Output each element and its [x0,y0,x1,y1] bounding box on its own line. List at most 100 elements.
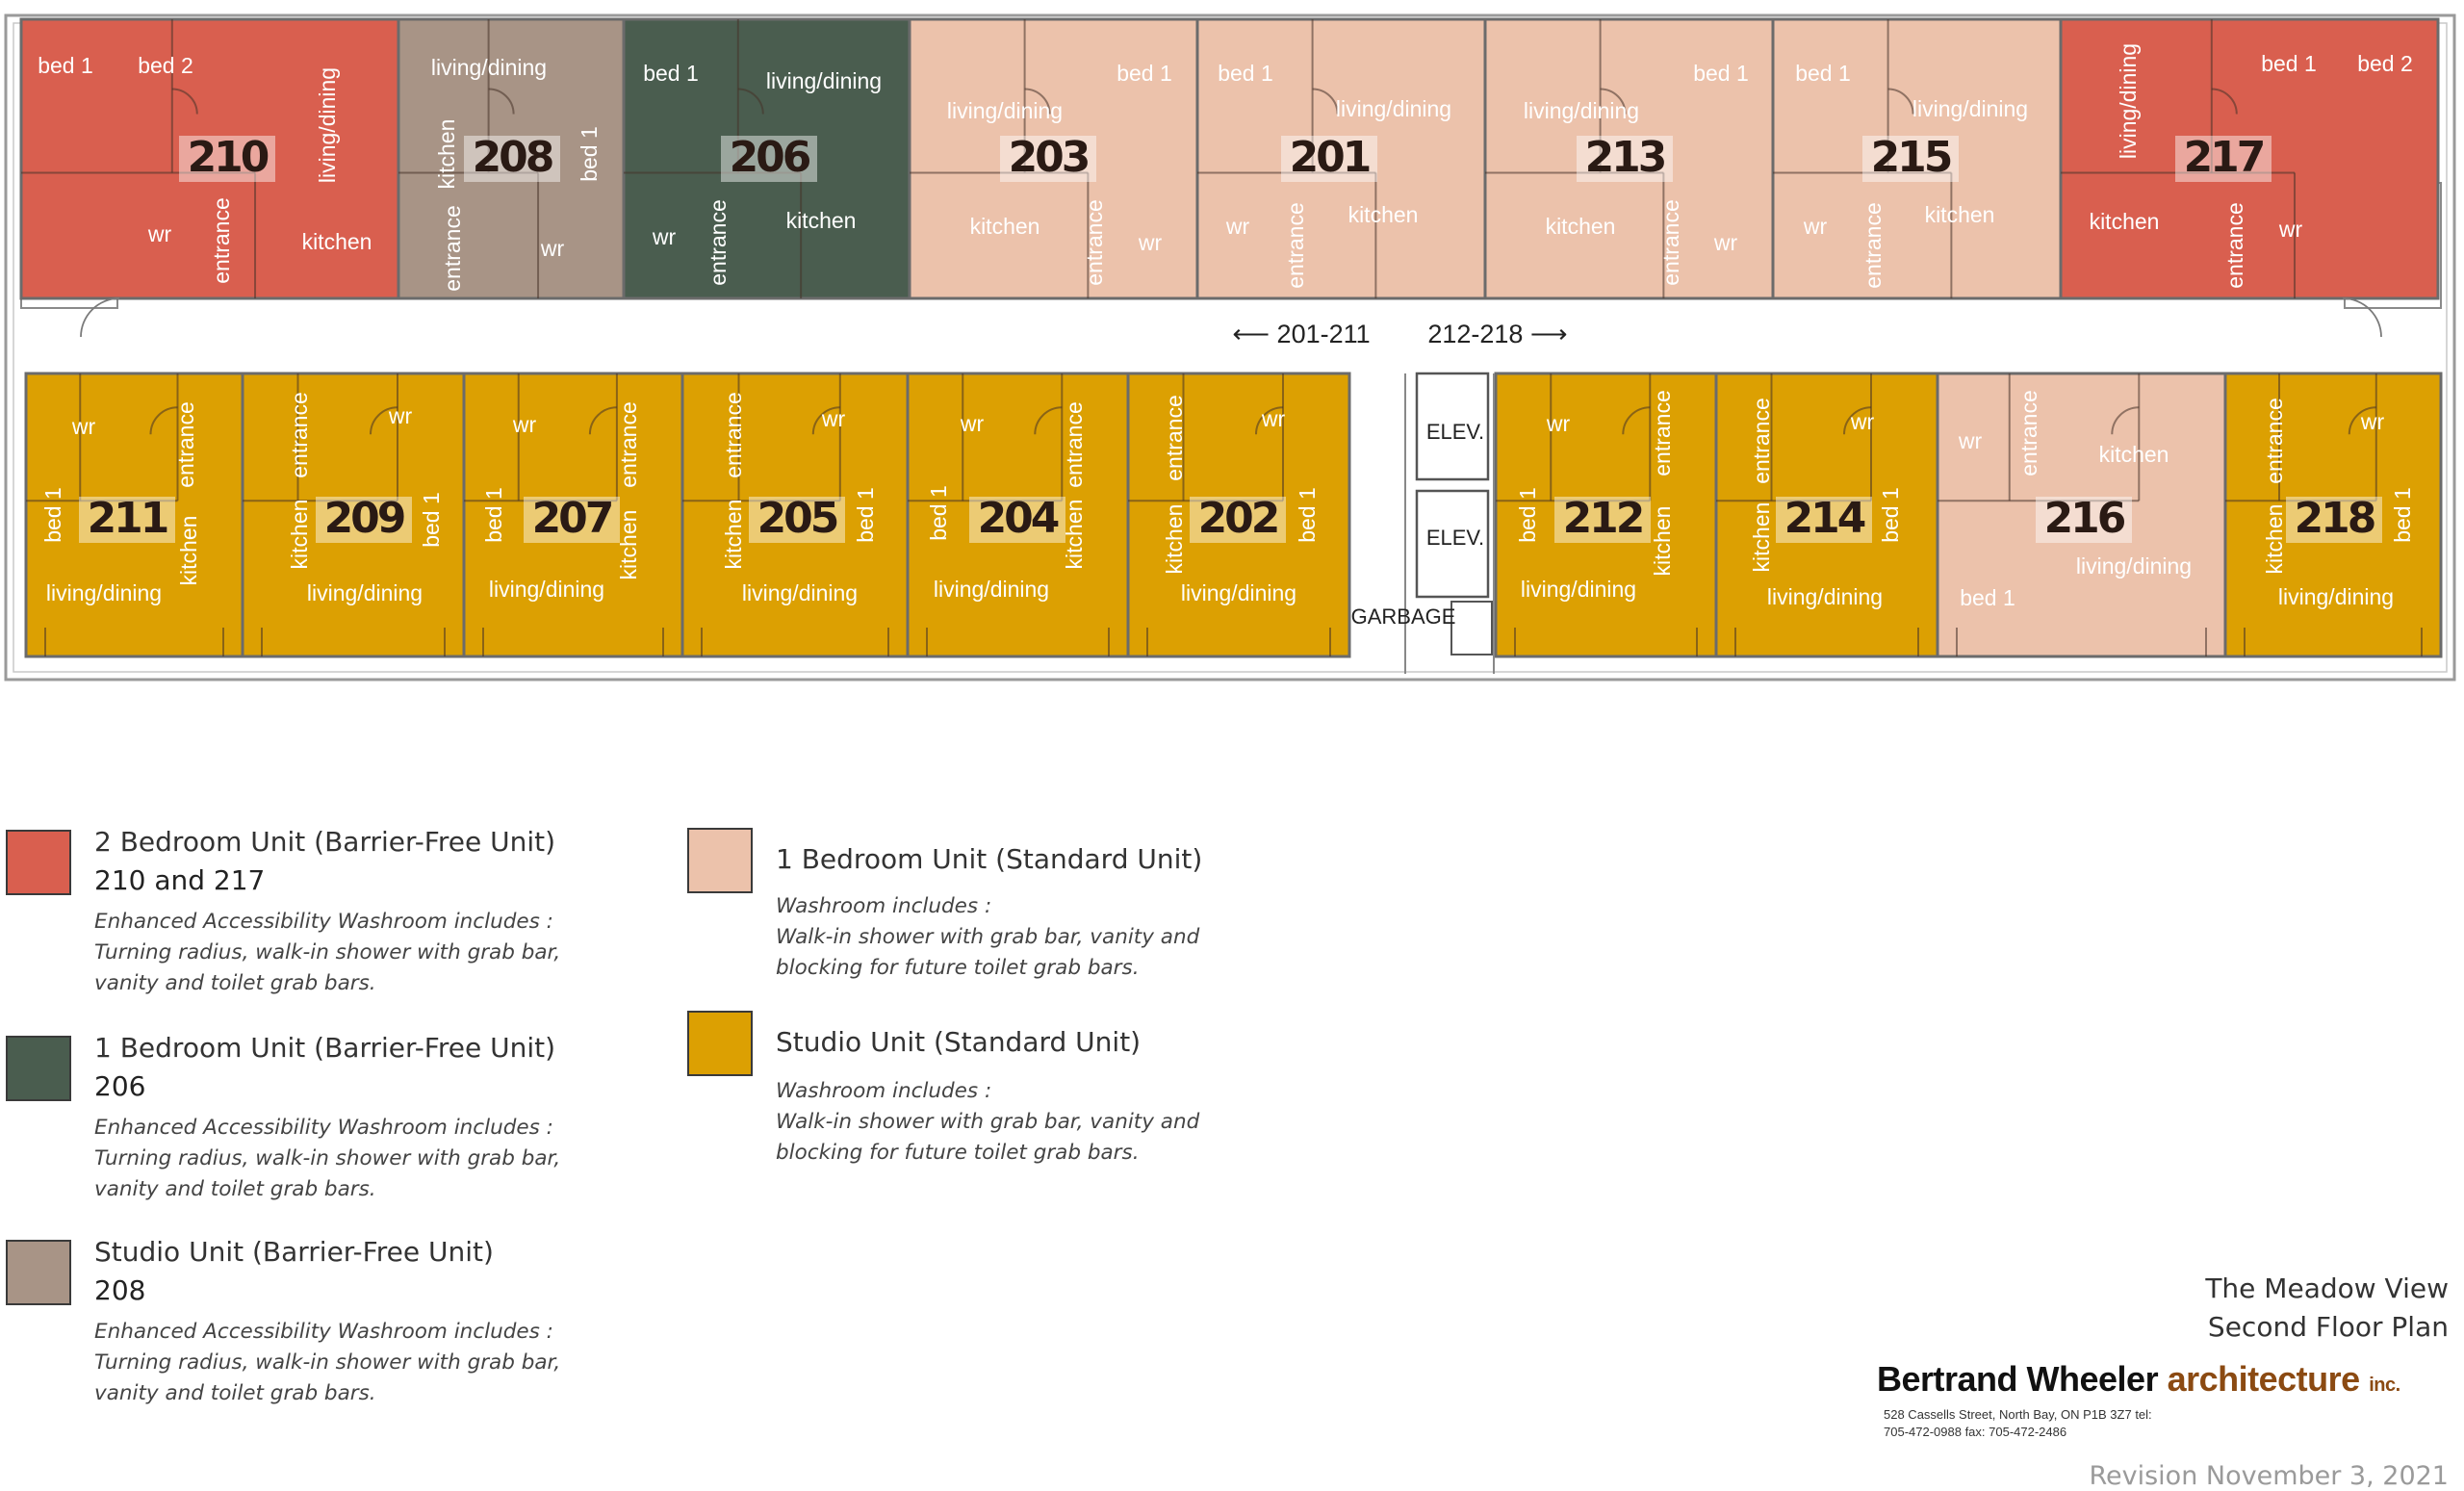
unit-number-tag [2175,136,2272,182]
unit-214-walls [1716,373,1919,656]
firm-logo: Bertrand Wheeler architecture inc. [1877,1359,2400,1400]
room-label: bed 1 [1693,61,1749,86]
unit-number-tag [721,136,817,182]
door-swing [2111,406,2140,435]
unit-number-209: 209 [324,494,404,543]
door-swing [370,406,398,435]
room-label: entrance [1749,398,1774,484]
unit-number-tag [2286,497,2382,543]
room-label: entrance [2262,398,2287,484]
unit-210-floor [19,17,400,300]
room-label: bed 1 [2390,487,2415,543]
unit-202 [1126,372,1351,658]
room-label: wr [512,412,537,437]
unit-202-walls [1128,373,1331,656]
unit-203-walls [910,19,1090,298]
legend-title-1bed-bf: 1 Bedroom Unit (Barrier-Free Unit) [94,1032,556,1064]
legend-title-1bed-std: 1 Bedroom Unit (Standard Unit) [776,843,1203,875]
unit-213 [1483,17,1775,300]
unit-215-floor [1771,17,2063,300]
corridor-door-west [80,297,120,338]
unit-number-tag [1190,497,1286,543]
room-label: entrance [209,197,234,284]
door-swing [1312,88,1339,115]
room-label: wr [2360,409,2385,434]
legend-note-studio-std: Washroom includes : Walk-in shower with … [776,1079,1200,1165]
elevator-label-1: ELEV. [1426,420,1484,444]
legend-swatch-studio-std [687,1011,753,1076]
unit-number-212: 212 [1563,494,1643,543]
room-label: kitchen [970,214,1040,239]
unit-number-tag [464,136,560,182]
room-label: kitchen [1546,214,1616,239]
unit-number-205: 205 [757,494,837,543]
room-label: kitchen [302,229,372,254]
legend-note-1bed-bf: Enhanced Accessibility Washroom includes… [94,1116,561,1201]
unit-number-214: 214 [1784,494,1865,543]
unit-202-floor [1126,372,1351,658]
unit-number-tag [1281,136,1377,182]
room-label: wr [1958,428,1983,453]
room-label: living/dining [431,55,547,80]
unit-206-floor [622,17,911,300]
unit-203 [908,17,1199,300]
project-name: The Meadow View [2205,1272,2449,1304]
door-swing [1255,406,1284,435]
legend-swatch-2bed-bf [6,830,71,895]
unit-number-tag [524,497,620,543]
room-label: bed 1 [1218,61,1273,86]
room-label: wr [1713,230,1738,255]
room-label: entrance [1658,199,1683,286]
room-label: kitchen [1650,506,1675,577]
unit-number-tag [969,497,1065,543]
unit-215-walls [1773,19,1953,298]
room-label: bed 1 [643,61,699,86]
room-label: living/dining [1521,577,1636,602]
room-label: wr [1261,406,1286,431]
unit-number-204: 204 [978,494,1059,543]
room-label: kitchen [2262,504,2287,575]
unit-201-floor [1195,17,1487,300]
room-label: living/dining [46,580,162,605]
unit-217-walls [2061,19,2297,298]
room-label: kitchen [2099,442,2169,467]
room-label: living/dining [742,580,858,605]
unit-211-floor [24,372,244,658]
room-label: living/dining [1912,96,2028,121]
door-swing [1600,88,1627,115]
unit-215 [1771,17,2063,300]
room-label: bed 1 [1295,487,1320,543]
unit-number-tag [1577,136,1673,182]
unit-207-walls [464,373,664,656]
unit-number-215: 215 [1871,133,1951,182]
room-label: kitchen [2090,209,2160,234]
unit-213-floor [1483,17,1775,300]
room-label: living/dining [1767,584,1883,609]
unit-number-217: 217 [2184,133,2264,182]
room-label: living/dining [307,580,423,605]
door-swing [1843,406,1872,435]
unit-210 [19,17,400,300]
door-swing [2348,406,2376,435]
room-label: living/dining [2116,43,2141,159]
door-swing [1622,406,1651,435]
legend-note-studio-bf: Enhanced Accessibility Washroom includes… [94,1320,561,1405]
unit-216-walls [1938,373,2207,656]
room-label: wr [652,224,677,249]
room-label: wr [147,221,172,246]
door-swing [1034,406,1063,435]
room-label: entrance [1861,202,1886,289]
room-label: living/dining [1181,580,1296,605]
unit-211 [24,372,244,658]
room-label: entrance [173,401,198,488]
unit-number-201: 201 [1290,133,1370,182]
room-label: bed 1 [481,487,506,543]
room-label: bed 1 [1795,61,1851,86]
corridor-door-east [2342,297,2382,338]
unit-208-walls [398,19,540,298]
unit-204-floor [906,372,1130,658]
room-label: wr [2278,217,2303,242]
unit-206 [622,17,911,300]
room-label: entrance [440,205,465,292]
legend-note-2bed-bf: Enhanced Accessibility Washroom includes… [94,910,561,995]
